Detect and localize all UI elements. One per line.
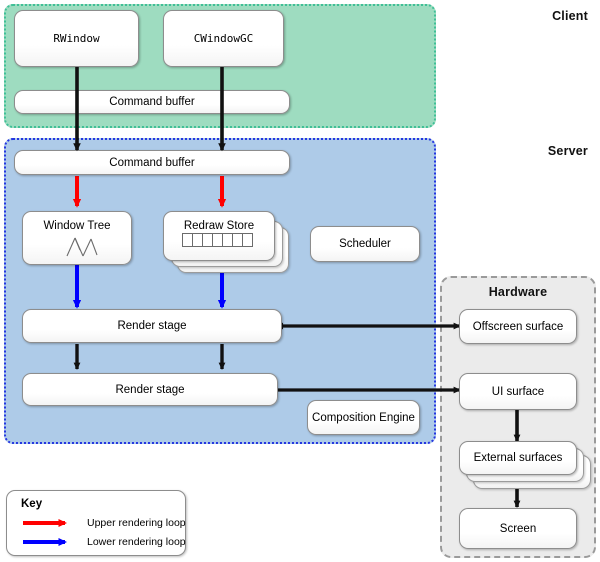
node-rwindow[interactable]: RWindow: [14, 10, 139, 67]
node-screen[interactable]: Screen: [459, 508, 577, 549]
window-tree-icon: [66, 237, 98, 257]
key-label-lower-rendering-loop: Lower rendering loop: [87, 536, 186, 548]
node-redraw-store-label: Redraw Store: [183, 220, 255, 232]
node-composition-engine[interactable]: Composition Engine: [307, 400, 420, 435]
client-region-title: Client: [552, 9, 588, 23]
node-external-surfaces[interactable]: External surfaces: [459, 441, 577, 475]
node-window-tree[interactable]: Window Tree: [22, 211, 132, 265]
key-title: Key: [21, 498, 43, 510]
node-server-command-buffer[interactable]: Command buffer: [14, 150, 290, 175]
redraw-store-cells-icon: [182, 233, 253, 247]
node-client-command-buffer[interactable]: Command buffer: [14, 90, 290, 114]
server-region-title: Server: [547, 144, 588, 158]
node-window-tree-label: Window Tree: [43, 220, 111, 232]
key-item-upper-rendering-loop: Upper rendering loop: [21, 517, 197, 529]
key-label-upper-rendering-loop: Upper rendering loop: [87, 517, 186, 529]
key-swatch-blue-arrow-icon: [23, 538, 67, 546]
node-render-stage-upper[interactable]: Render stage: [22, 309, 282, 343]
node-render-stage-lower[interactable]: Render stage: [22, 373, 278, 406]
key-legend: Key Upper rendering loop: [6, 490, 186, 556]
hardware-region-title: Hardware: [488, 285, 548, 299]
node-scheduler[interactable]: Scheduler: [310, 226, 420, 262]
key-item-lower-rendering-loop: Lower rendering loop: [21, 536, 197, 548]
key-swatch-red-arrow-icon: [23, 519, 67, 527]
node-cwindowgc[interactable]: CWindowGC: [163, 10, 284, 67]
node-offscreen-surface[interactable]: Offscreen surface: [459, 309, 577, 344]
node-ui-surface[interactable]: UI surface: [459, 373, 577, 410]
